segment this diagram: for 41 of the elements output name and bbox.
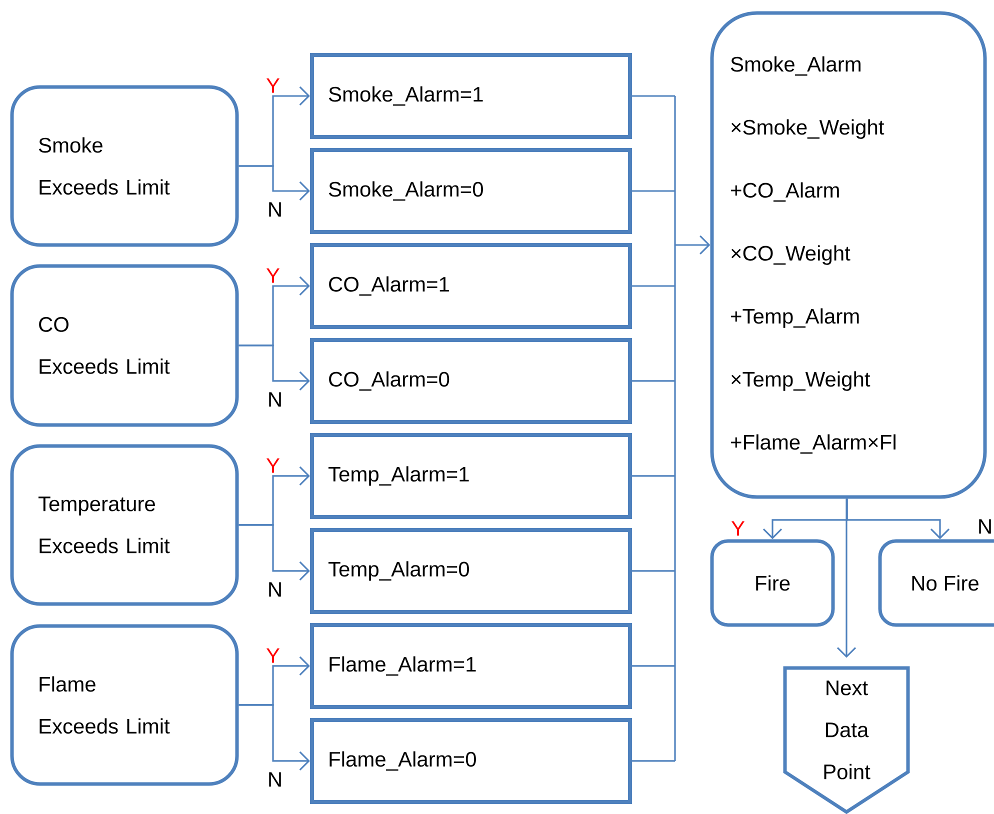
edge-label: Y	[266, 458, 280, 473]
connector-arrow	[846, 498, 950, 540]
connector-arrow	[238, 344, 310, 391]
edge-label: Y	[266, 268, 280, 283]
process-box: Flame_Alarm=0	[310, 718, 632, 804]
connector-arrow	[674, 95, 710, 762]
edge-label: Y	[266, 78, 280, 93]
condition-box: CO Exceeds Limit	[10, 264, 239, 427]
condition-box: Smoke Exceeds Limit	[10, 85, 239, 247]
connector-line	[632, 190, 675, 192]
connector-arrow	[238, 524, 310, 581]
connector-line	[632, 285, 675, 287]
condition-box: Temperature Exceeds Limit	[10, 444, 239, 606]
connector-line	[632, 475, 675, 477]
connector-line	[632, 380, 675, 382]
edge-label: N	[269, 202, 281, 217]
offpage-connector: Next Data Point	[783, 666, 910, 814]
formula-box: Smoke_Alarm ×Smoke_Weight +CO_Alarm ×CO_Weight +Temp_Alarm ×Temp_Weight +Flame_Alarm×Fl	[710, 11, 987, 499]
process-box: Temp_Alarm=0	[310, 528, 632, 614]
process-box: CO_Alarm=1	[310, 243, 632, 329]
edge-label: N	[269, 582, 281, 597]
process-box: Temp_Alarm=1	[310, 432, 632, 519]
process-box: CO_Alarm=0	[310, 338, 632, 424]
process-box: Smoke_Alarm=1	[310, 53, 632, 139]
result-box: No Fire	[878, 539, 994, 627]
connector-line	[632, 570, 675, 572]
edge-label: Y	[266, 648, 280, 663]
edge-label: N	[269, 392, 281, 407]
connector-arrow	[836, 498, 856, 658]
result-box: Fire	[710, 539, 835, 627]
connector-arrow	[238, 165, 310, 201]
edge-label: N	[269, 772, 281, 787]
edge-label: Y	[731, 521, 745, 536]
process-box: Smoke_Alarm=0	[310, 148, 632, 234]
connector-line	[632, 665, 675, 667]
edge-label: N	[979, 519, 991, 534]
condition-box: Flame Exceeds Limit	[10, 624, 239, 786]
connector-arrow	[238, 704, 310, 771]
connector-line	[632, 95, 675, 97]
process-box: Flame_Alarm=1	[310, 622, 632, 709]
connector-line	[632, 760, 675, 762]
